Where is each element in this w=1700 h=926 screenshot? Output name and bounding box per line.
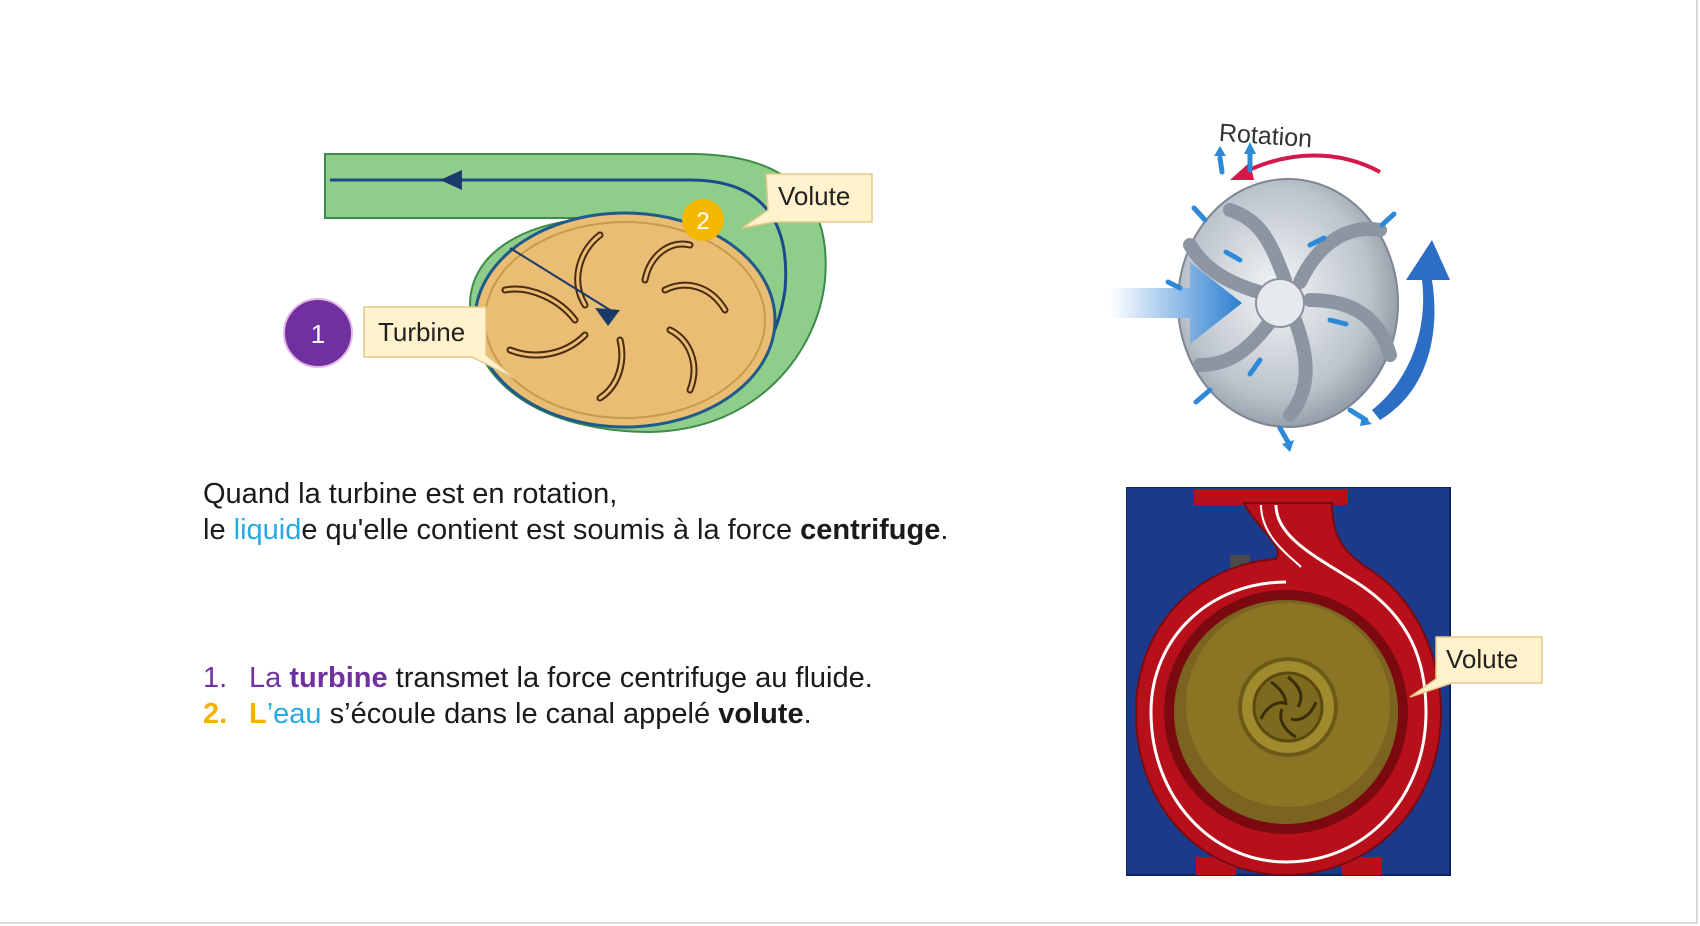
pump-casing-diagram: [1126, 487, 1451, 877]
list-item-2-apostrophe: ’: [266, 698, 274, 730]
volute-callout-left: Volute: [741, 173, 873, 229]
paragraph-line-2-end: .: [940, 514, 949, 546]
paragraph-line-2-prefix: le: [203, 514, 234, 546]
inflow-arrow: [1110, 262, 1242, 344]
badge-2: 2: [682, 199, 724, 241]
badge-1-label: 1: [311, 319, 325, 349]
list-item-1-number: 1.: [203, 662, 228, 694]
explanation-paragraph: Quand la turbine est en rotation, le liq…: [203, 476, 948, 548]
volute-callout-right: Volute: [1409, 636, 1543, 698]
numbered-list: 1. La turbine transmet la force centrifug…: [203, 660, 873, 732]
list-item-2-mid: s’écoule dans le canal appelé: [321, 698, 719, 730]
outflow-arrow: [1372, 240, 1450, 420]
rotation-arrow: [1244, 153, 1381, 174]
list-item-2-eau: eau: [273, 698, 322, 730]
turbine-callout: Turbine: [363, 306, 517, 380]
list-item-1-rest: transmet la force centrifuge au fluide.: [387, 662, 873, 694]
rotation-label: Rotation: [1218, 119, 1313, 153]
list-item-2-bold: volute: [718, 698, 804, 730]
volute-callout-right-label: Volute: [1446, 644, 1518, 674]
paragraph-word-liquid: liquid: [233, 514, 302, 546]
paragraph-line-1: Quand la turbine est en rotation,: [203, 478, 618, 510]
paragraph-line-2-mid: e qu'elle contient est soumis à la force: [301, 514, 801, 546]
list-item-1-bold: turbine: [289, 662, 388, 694]
badge-2-label: 2: [696, 208, 709, 235]
turbine-disk: [473, 211, 777, 429]
list-item-2-number: 2.: [203, 698, 228, 730]
badge-1: 1: [283, 298, 353, 368]
paragraph-word-centrifuge: centrifuge: [800, 514, 941, 546]
impeller-rotation-diagram: Rotation: [1110, 119, 1450, 452]
impeller-hub: [1255, 278, 1305, 328]
turbine-callout-label: Turbine: [378, 317, 465, 347]
impeller-vanes: [1183, 203, 1397, 422]
list-item-2: 2. L’eau s’écoule dans le canal appelé vo…: [203, 696, 873, 732]
paragraph-line-2: le liquide qu'elle contient est soumis à…: [203, 512, 948, 548]
flow-arrow: [440, 170, 462, 190]
list-item-1: 1. La turbine transmet la force centrifug…: [203, 660, 873, 696]
center-pointer: [595, 308, 620, 326]
list-item-1-prefix: La: [249, 662, 290, 694]
volute-callout-left-label: Volute: [778, 181, 850, 211]
list-item-2-L: L: [249, 698, 267, 730]
list-item-2-end: .: [803, 698, 812, 730]
